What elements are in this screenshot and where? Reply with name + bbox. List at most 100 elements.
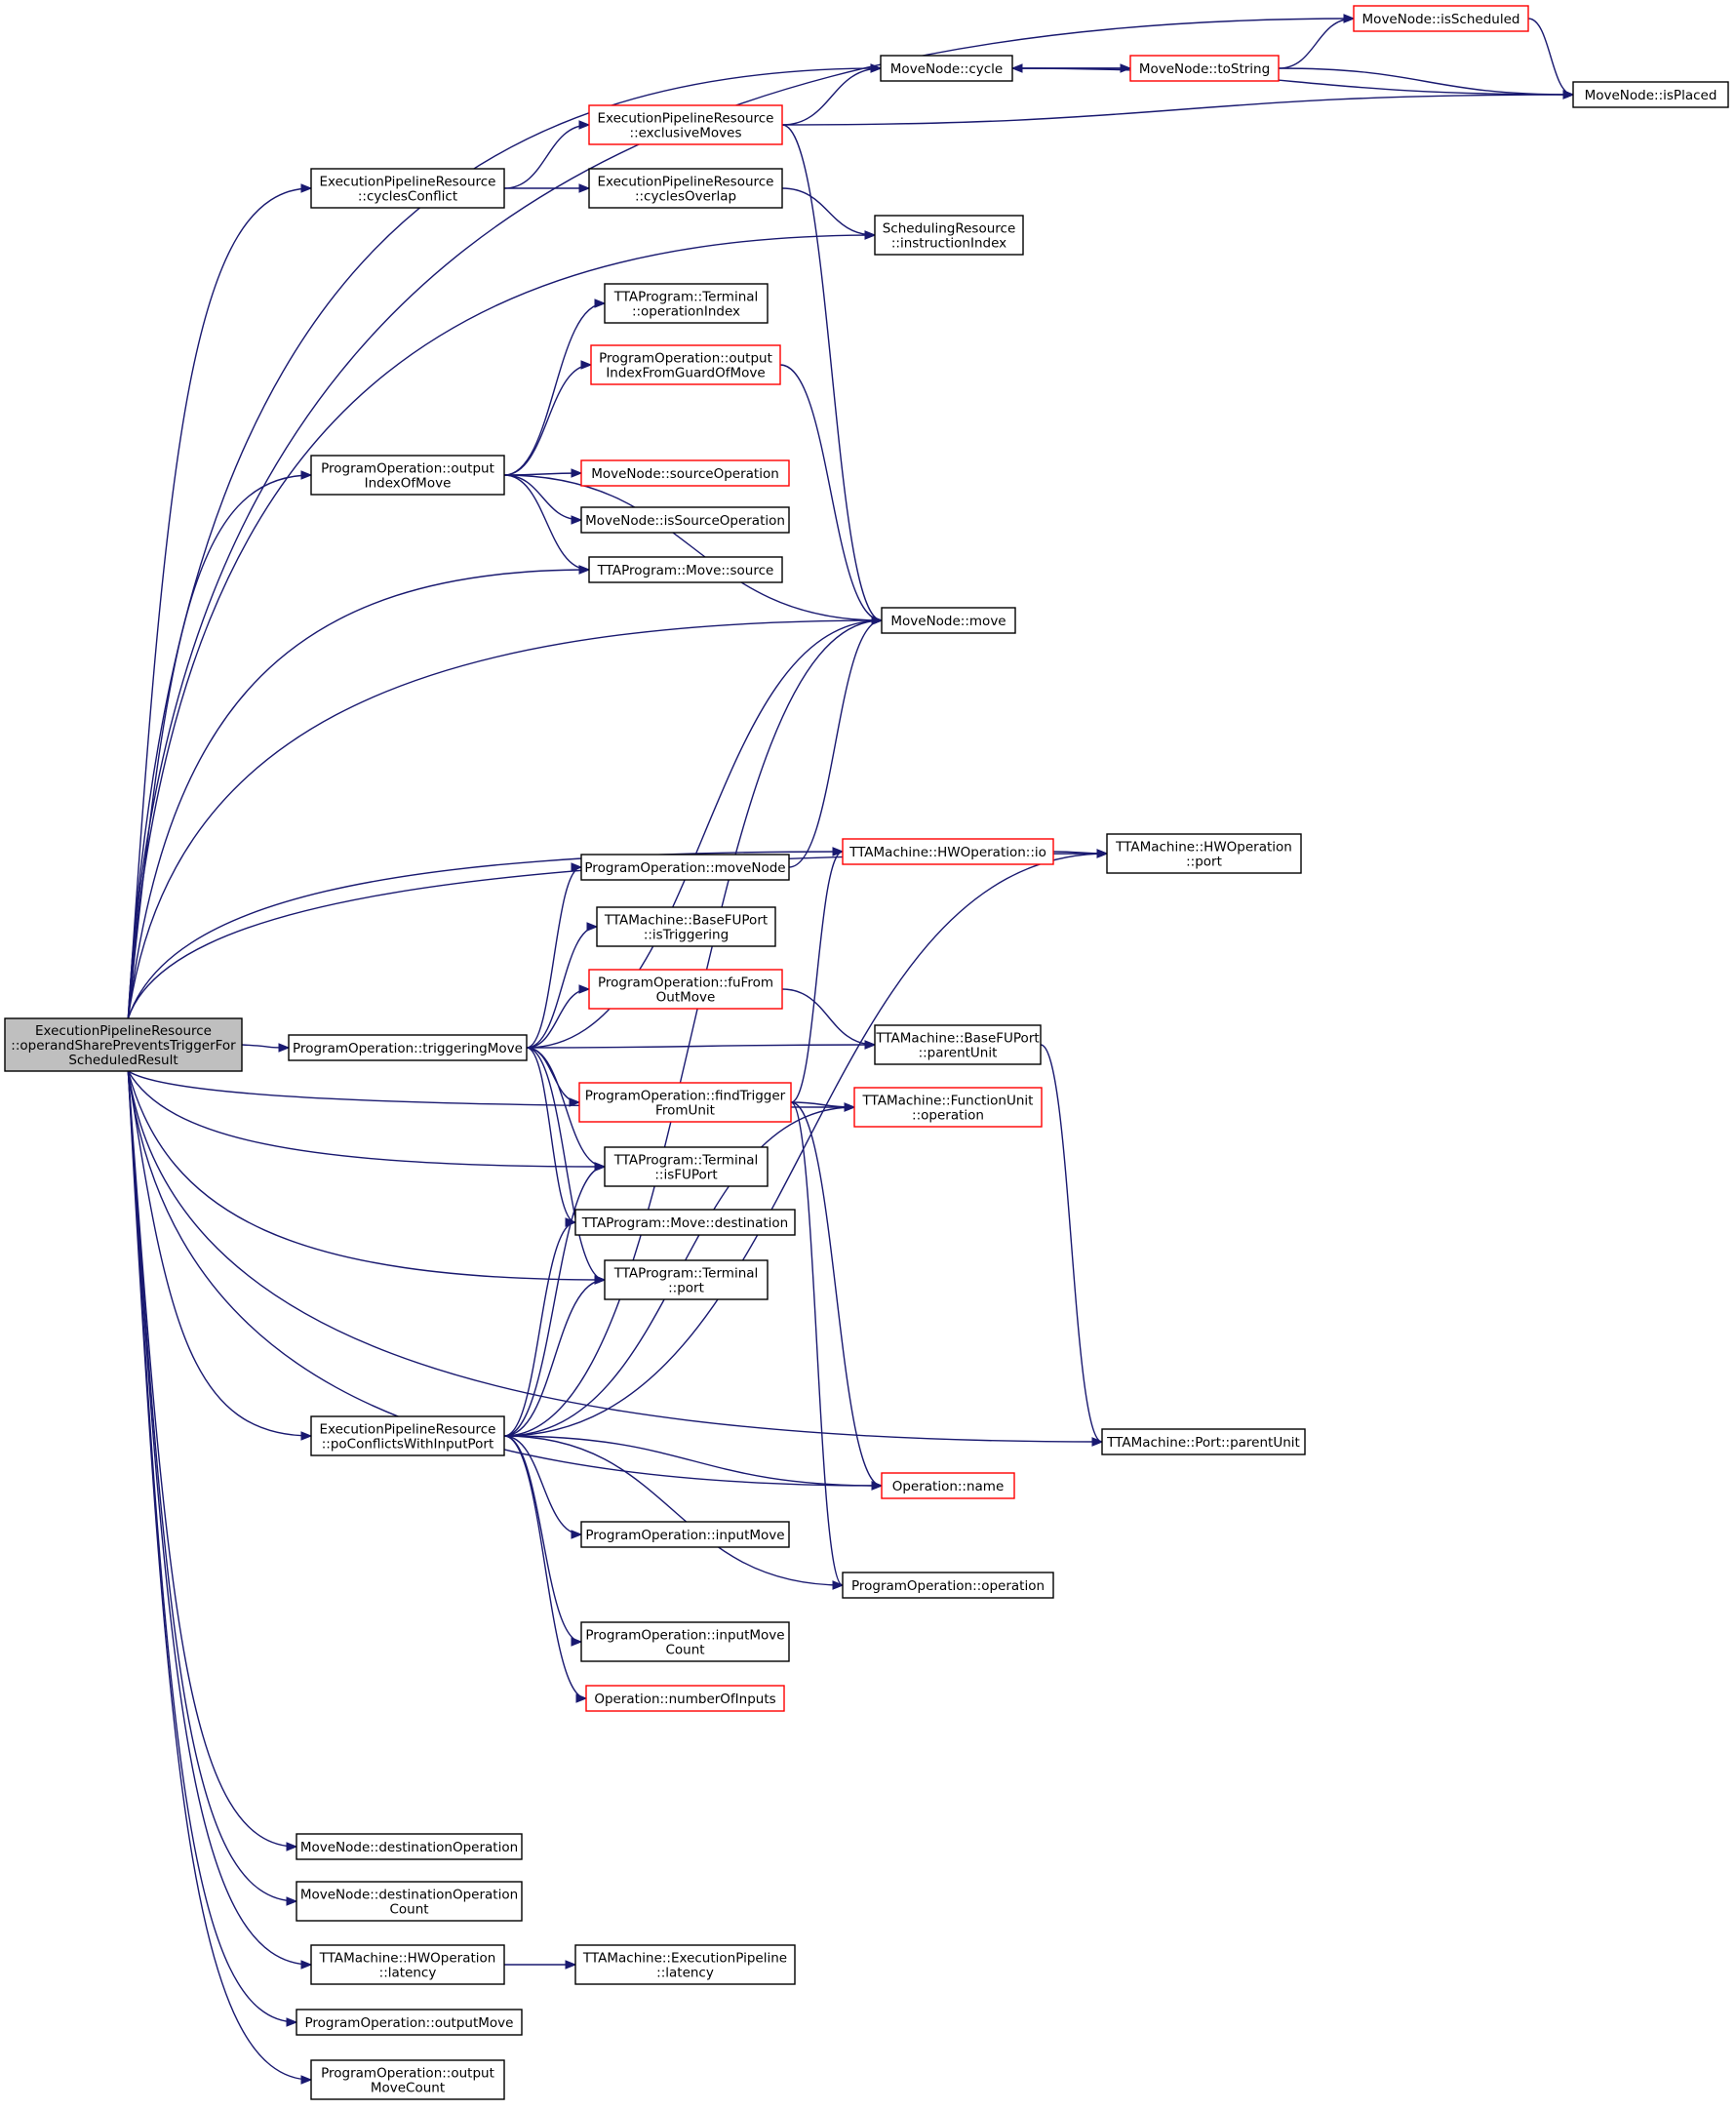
- node-isPlaced[interactable]: MoveNode::isPlaced: [1572, 81, 1729, 108]
- node-root[interactable]: ExecutionPipelineResource::operandShareP…: [4, 1017, 243, 1072]
- node-isTriggering[interactable]: TTAMachine::BaseFUPort::isTriggering: [596, 906, 776, 947]
- node-cycle[interactable]: MoveNode::cycle: [880, 55, 1013, 82]
- node-inputMove[interactable]: ProgramOperation::inputMove: [580, 1521, 790, 1548]
- node-hwopIo[interactable]: TTAMachine::HWOperation::io: [842, 838, 1054, 865]
- node-poConflicts[interactable]: ExecutionPipelineResource::poConflictsWi…: [310, 1415, 505, 1456]
- node-sourceOperation[interactable]: MoveNode::sourceOperation: [580, 459, 790, 487]
- edge-triggeringMove-to-moveDestination: [526, 1047, 576, 1223]
- node-box-inputMoveCount[interactable]: [580, 1621, 790, 1662]
- arrowhead-outIdxOfMove-to-sourceOperation: [571, 468, 583, 478]
- node-box-exclusiveMoves[interactable]: [588, 104, 783, 145]
- node-box-cyclesConflict[interactable]: [310, 168, 505, 209]
- node-box-pipeLatency[interactable]: [574, 1944, 796, 1985]
- node-box-fuOperation[interactable]: [853, 1087, 1043, 1128]
- node-termPort[interactable]: TTAProgram::Terminal::port: [604, 1259, 769, 1300]
- node-moveDestination[interactable]: TTAProgram::Move::destination: [574, 1209, 796, 1236]
- node-label-findTrigger-line-0: ProgramOperation::findTrigger: [585, 1089, 786, 1104]
- node-isFUPort[interactable]: TTAProgram::Terminal::isFUPort: [604, 1146, 769, 1187]
- node-box-termPort[interactable]: [604, 1259, 769, 1300]
- node-box-termOpIndex[interactable]: [604, 283, 769, 324]
- node-box-destOperation[interactable]: [296, 1833, 523, 1860]
- node-box-outputMoveCount[interactable]: [310, 2059, 505, 2100]
- node-box-instructionIndex[interactable]: [874, 215, 1024, 256]
- node-moveNode[interactable]: ProgramOperation::moveNode: [580, 854, 790, 881]
- node-isSourceOperation[interactable]: MoveNode::isSourceOperation: [580, 506, 790, 534]
- node-toString[interactable]: MoveNode::toString: [1129, 55, 1280, 82]
- node-box-moveSource[interactable]: [588, 556, 783, 583]
- node-box-toString[interactable]: [1129, 55, 1280, 82]
- node-box-isFUPort[interactable]: [604, 1146, 769, 1187]
- node-box-baseParentUnit[interactable]: [874, 1024, 1042, 1065]
- node-move[interactable]: MoveNode::move: [881, 607, 1016, 634]
- node-moveSource[interactable]: TTAProgram::Move::source: [588, 556, 783, 583]
- node-box-isPlaced[interactable]: [1572, 81, 1729, 108]
- arrowhead-outIdxOfMove-to-moveSource: [578, 565, 591, 575]
- node-box-isScheduled[interactable]: [1353, 5, 1529, 32]
- node-box-findTrigger[interactable]: [578, 1082, 792, 1123]
- node-box-fuFromOutMove[interactable]: [588, 969, 783, 1010]
- edge-root-to-cyclesConflict: [127, 187, 312, 1019]
- node-box-cycle[interactable]: [880, 55, 1013, 82]
- node-box-isTriggering[interactable]: [596, 906, 776, 947]
- node-box-moveNode[interactable]: [580, 854, 790, 881]
- node-hwopPort[interactable]: TTAMachine::HWOperation::port: [1106, 833, 1302, 874]
- node-box-outIdxGuard[interactable]: [590, 344, 781, 385]
- node-instructionIndex[interactable]: SchedulingResource::instructionIndex: [874, 215, 1024, 256]
- node-isScheduled[interactable]: MoveNode::isScheduled: [1353, 5, 1529, 32]
- node-box-poConflicts[interactable]: [310, 1415, 505, 1456]
- node-label-termOpIndex-line-1: ::operationIndex: [632, 304, 740, 320]
- node-box-sourceOperation[interactable]: [580, 459, 790, 487]
- node-label-toString-line-0: MoveNode::toString: [1139, 61, 1270, 77]
- edge-isScheduled-to-isPlaced: [1527, 18, 1574, 96]
- node-label-outputMoveCount-line-0: ProgramOperation::output: [321, 2066, 494, 2082]
- node-hwLatency[interactable]: TTAMachine::HWOperation::latency: [310, 1944, 505, 1985]
- node-cyclesConflict[interactable]: ExecutionPipelineResource::cyclesConflic…: [310, 168, 505, 209]
- node-opName[interactable]: Operation::name: [881, 1472, 1015, 1499]
- node-outputMove[interactable]: ProgramOperation::outputMove: [296, 2009, 523, 2036]
- node-portParentUnit[interactable]: TTAMachine::Port::parentUnit: [1101, 1428, 1306, 1455]
- edge-findTrigger-to-opName: [790, 1101, 883, 1487]
- node-box-destOperationCount[interactable]: [296, 1881, 523, 1922]
- node-numberOfInputs[interactable]: Operation::numberOfInputs: [585, 1685, 785, 1712]
- node-baseParentUnit[interactable]: TTAMachine::BaseFUPort::parentUnit: [874, 1024, 1042, 1065]
- edge-root-to-destOperationCount: [127, 1070, 297, 1902]
- edge-root-to-cycle: [127, 67, 882, 1019]
- node-box-root[interactable]: [4, 1017, 243, 1072]
- node-fuOperation[interactable]: TTAMachine::FunctionUnit::operation: [853, 1087, 1043, 1128]
- node-box-outIdxOfMove[interactable]: [310, 455, 505, 496]
- node-pipeLatency[interactable]: TTAMachine::ExecutionPipeline::latency: [574, 1944, 796, 1985]
- node-box-outputMove[interactable]: [296, 2009, 523, 2036]
- node-box-moveDestination[interactable]: [574, 1209, 796, 1236]
- arrowhead-triggeringMove-to-isTriggering: [586, 922, 599, 932]
- node-poOperation[interactable]: ProgramOperation::operation: [842, 1572, 1054, 1599]
- node-box-triggeringMove[interactable]: [288, 1034, 528, 1061]
- node-box-hwopIo[interactable]: [842, 838, 1054, 865]
- node-triggeringMove[interactable]: ProgramOperation::triggeringMove: [288, 1034, 528, 1061]
- node-cyclesOverlap[interactable]: ExecutionPipelineResource::cyclesOverlap: [588, 168, 783, 209]
- node-termOpIndex[interactable]: TTAProgram::Terminal::operationIndex: [604, 283, 769, 324]
- edge-exclusiveMoves-to-cycle: [781, 67, 882, 126]
- edge-root-to-isScheduled: [127, 18, 1355, 1019]
- node-box-poOperation[interactable]: [842, 1572, 1054, 1599]
- node-label-cyclesConflict-line-1: ::cyclesConflict: [358, 189, 457, 205]
- node-exclusiveMoves[interactable]: ExecutionPipelineResource::exclusiveMove…: [588, 104, 783, 145]
- node-box-opName[interactable]: [881, 1472, 1015, 1499]
- node-box-cyclesOverlap[interactable]: [588, 168, 783, 209]
- node-box-move[interactable]: [881, 607, 1016, 634]
- node-destOperation[interactable]: MoveNode::destinationOperation: [296, 1833, 523, 1860]
- node-box-hwopPort[interactable]: [1106, 833, 1302, 874]
- node-outIdxGuard[interactable]: ProgramOperation::outputIndexFromGuardOf…: [590, 344, 781, 385]
- node-label-outIdxGuard-line-0: ProgramOperation::output: [599, 351, 772, 367]
- node-box-inputMove[interactable]: [580, 1521, 790, 1548]
- node-box-hwLatency[interactable]: [310, 1944, 505, 1985]
- node-label-inputMoveCount-line-0: ProgramOperation::inputMove: [585, 1628, 784, 1644]
- node-box-portParentUnit[interactable]: [1101, 1428, 1306, 1455]
- node-box-numberOfInputs[interactable]: [585, 1685, 785, 1712]
- node-box-isSourceOperation[interactable]: [580, 506, 790, 534]
